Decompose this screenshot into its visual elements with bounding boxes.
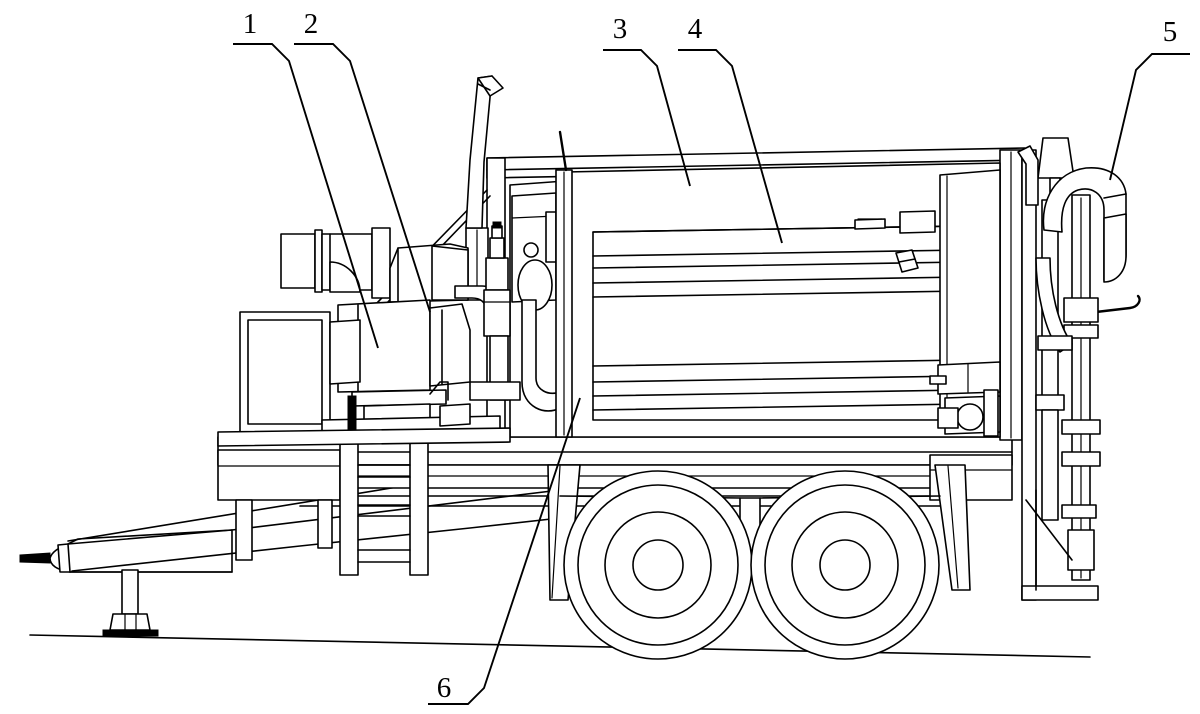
- rear-side-machinery: [929, 361, 1001, 437]
- callout-1: 1: [233, 8, 379, 349]
- engine-pump-assembly: [217, 221, 521, 447]
- rear-pipe-assembly: [1017, 137, 1141, 601]
- leader-line-2: [294, 43, 431, 313]
- access-ladder: [339, 439, 429, 576]
- leader-line-6: [428, 397, 581, 705]
- callout-label-4: 4: [688, 13, 703, 45]
- vacuum-tank-assembly: [486, 147, 1026, 441]
- front-jack-stand: [102, 569, 159, 637]
- callout-5: 5: [1109, 16, 1190, 181]
- leader-line-4: [678, 49, 783, 244]
- front-bulkhead-machinery: [299, 130, 573, 438]
- callout-label-1: 1: [243, 8, 258, 40]
- callout-6: 6: [428, 397, 581, 705]
- callout-label-2: 2: [304, 8, 319, 40]
- callout-2: 2: [294, 8, 431, 313]
- callout-label-6: 6: [437, 672, 452, 704]
- callout-3: 3: [603, 13, 691, 187]
- rear-axle-wheel: [750, 470, 940, 660]
- leader-line-3: [603, 49, 691, 187]
- ground-line: [29, 634, 1091, 658]
- callout-label-5: 5: [1163, 16, 1178, 48]
- callout-label-3: 3: [613, 13, 628, 45]
- callout-4: 4: [678, 13, 783, 244]
- leader-line-1: [233, 43, 379, 349]
- leader-line-5: [1109, 53, 1190, 181]
- front-axle-wheel: [563, 470, 753, 660]
